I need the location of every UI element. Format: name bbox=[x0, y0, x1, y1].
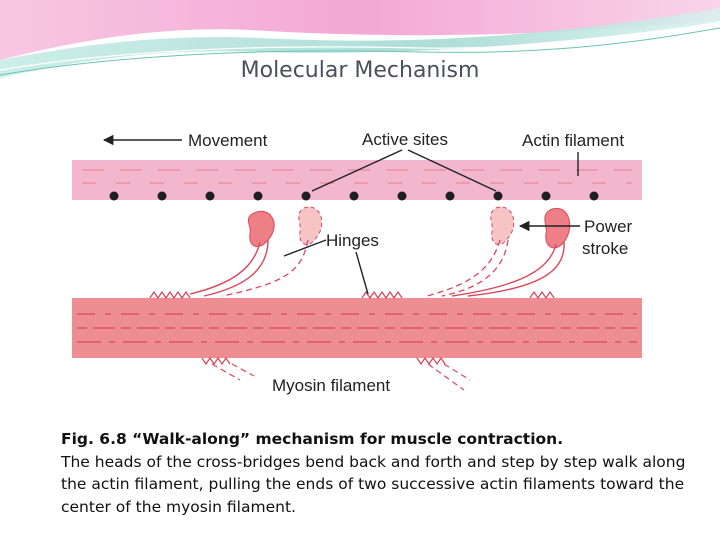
banner-teal-wave bbox=[0, 8, 720, 78]
cross-bridge-left-alt bbox=[221, 206, 323, 297]
cross-bridge-right bbox=[451, 207, 571, 297]
active-site-dot bbox=[445, 191, 455, 201]
actin-filament-label: Actin filament bbox=[522, 131, 624, 150]
active-site-dot bbox=[157, 191, 167, 201]
active-site-dot bbox=[589, 191, 599, 201]
banner-line bbox=[0, 21, 720, 71]
lower-cross-bridges bbox=[211, 363, 471, 391]
active-site-dot bbox=[205, 191, 215, 201]
myosin-dashes bbox=[77, 313, 637, 343]
movement-label: Movement bbox=[188, 131, 268, 150]
banner-pink-wave bbox=[0, 0, 720, 60]
active-site-dots bbox=[109, 191, 599, 201]
caption-title: Fig. 6.8 “Walk-along” mechanism for musc… bbox=[61, 430, 564, 448]
slide-title: Molecular Mechanism bbox=[240, 58, 480, 83]
active-site-dot bbox=[541, 191, 551, 201]
hinges-label: Hinges bbox=[326, 231, 379, 250]
figure-caption: Fig. 6.8 “Walk-along” mechanism for musc… bbox=[61, 428, 701, 518]
active-site-dot bbox=[253, 191, 263, 201]
active-sites-label: Active sites bbox=[362, 130, 448, 149]
active-site-dot bbox=[109, 191, 119, 201]
power-stroke-label-line1: Power bbox=[584, 217, 633, 236]
active-sites-pointers bbox=[311, 149, 497, 192]
cross-bridge-right-alt bbox=[426, 206, 515, 297]
myosin-zigzags bbox=[149, 290, 555, 366]
active-site-dot bbox=[349, 191, 359, 201]
walk-along-diagram: Movement Active sites Actin filament Hin… bbox=[72, 130, 642, 395]
power-stroke-label-line2: stroke bbox=[582, 239, 628, 258]
header-banner bbox=[0, 0, 720, 78]
banner-line bbox=[0, 27, 720, 76]
myosin-filament-label: Myosin filament bbox=[272, 376, 390, 395]
caption-body: The heads of the cross-bridges bend back… bbox=[61, 452, 686, 516]
active-site-dot bbox=[301, 191, 311, 201]
active-site-dot bbox=[397, 191, 407, 201]
hinges-pointers bbox=[283, 239, 369, 295]
cross-bridge-left bbox=[189, 210, 275, 297]
active-site-dot bbox=[493, 191, 503, 201]
